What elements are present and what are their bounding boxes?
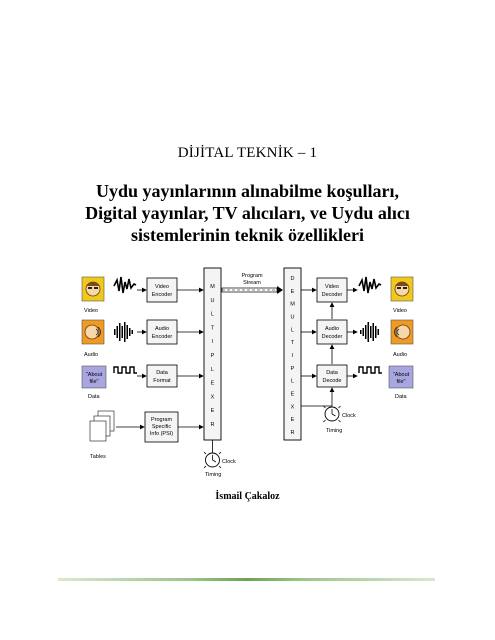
- video-decoder-block: Video Decoder: [316, 277, 348, 303]
- left-connectors: [116, 287, 204, 430]
- multiplexer-letter: M: [210, 284, 215, 290]
- audio-source-icon: [81, 319, 105, 345]
- left-timing-label: Timing: [205, 472, 221, 478]
- video-source-icon: [81, 276, 105, 302]
- right-audio-label: Audio: [393, 352, 407, 358]
- demultiplexer-letter: E: [291, 392, 295, 398]
- data-decode-line-2: Decode: [323, 378, 342, 384]
- demultiplexer-letter: P: [291, 366, 295, 372]
- audio-decoder-line-2: Decoder: [322, 334, 343, 340]
- document-title: Uydu yayınlarının alınabilme koşulları, …: [30, 180, 465, 246]
- right-clock-label: Clock: [342, 413, 356, 419]
- stream-line-1: Program: [241, 273, 263, 279]
- demultiplexer-letter: L: [291, 327, 294, 333]
- right-data-pulses: [358, 366, 382, 374]
- right-about-line-1: "About: [393, 372, 410, 378]
- demultiplexer-letter: I: [292, 353, 294, 359]
- data-format-block: Data Format: [146, 364, 178, 388]
- tables-label: Tables: [90, 454, 106, 460]
- multiplexer-letters: M U L T I P L E X E R: [210, 284, 215, 428]
- right-audio-icon: [390, 319, 414, 345]
- title-line-2: Digital yayınlar, TV alıcıları, ve Uydu …: [85, 203, 410, 223]
- right-timing-label: Timing: [326, 428, 342, 434]
- program-stream: Program Stream: [221, 273, 283, 294]
- left-about-line-1: "About: [86, 372, 103, 378]
- video-encoder-line-2: Encoder: [152, 292, 173, 298]
- data-format-line-1: Data: [156, 370, 169, 376]
- video-encoder-block: Video Encoder: [146, 277, 178, 303]
- multiplexer-letter: I: [212, 339, 214, 345]
- title-line-1: Uydu yayınlarının alınabilme koşulları,: [95, 181, 400, 201]
- demultiplexer-letter: E: [291, 417, 295, 423]
- right-connectors: [301, 287, 358, 407]
- stream-line-2: Stream: [243, 280, 261, 286]
- right-video-label: Video: [393, 308, 407, 314]
- multiplexer-letter: U: [211, 298, 215, 304]
- document-kicker: DİJİTAL TEKNİK – 1: [177, 145, 318, 161]
- multiplexer-letter: E: [211, 381, 215, 387]
- right-about-line-2: file": [397, 379, 406, 385]
- multiplexer-letter: R: [211, 422, 215, 428]
- multiplexer-letter: P: [211, 353, 215, 359]
- multiplexer-letter: L: [211, 312, 214, 318]
- left-about-line-2: file": [90, 379, 99, 385]
- multiplexer-letter: X: [211, 394, 215, 400]
- right-audio-waveform: [360, 322, 379, 342]
- demultiplexer-letter: U: [291, 315, 295, 321]
- left-clock-label: Clock: [222, 459, 236, 465]
- document-author: İsmail Çakaloz: [215, 491, 280, 502]
- demultiplexer-letter: T: [291, 340, 295, 346]
- footer-divider: [58, 578, 435, 581]
- demultiplexer-letter: M: [290, 302, 295, 308]
- data-file-icon: "About file": [81, 365, 107, 389]
- audio-encoder-block: Audio Encoder: [146, 319, 178, 345]
- demultiplexer-letter: R: [291, 430, 295, 436]
- left-audio-waveform: [114, 322, 133, 342]
- psi-line-2: Specific: [152, 424, 172, 430]
- demultiplexer-letter: E: [291, 289, 295, 295]
- left-clock-icon: [203, 451, 222, 469]
- psi-line-1: Program: [151, 417, 173, 423]
- right-data-label: Data: [395, 394, 408, 400]
- data-format-line-2: Format: [153, 378, 171, 384]
- audio-decoder-block: Audio Decoder: [316, 319, 348, 345]
- demultiplexer-letter: X: [291, 404, 295, 410]
- video-decoder-line-1: Video: [325, 284, 339, 290]
- title-line-3: sistemlerinin teknik özellikleri: [131, 225, 364, 245]
- tables-icon: [89, 410, 115, 442]
- right-clock-icon: [323, 405, 341, 423]
- data-decode-line-1: Data: [326, 370, 339, 376]
- video-decoder-line-2: Decoder: [322, 292, 343, 298]
- left-data-label: Data: [88, 394, 101, 400]
- multiplexer-letter: E: [211, 408, 215, 414]
- left-audio-label: Audio: [84, 352, 98, 358]
- data-decode-block: Data Decode: [316, 364, 348, 388]
- left-video-waveform: [113, 276, 137, 294]
- right-video-waveform: [358, 276, 382, 294]
- video-encoder-line-1: Video: [155, 284, 169, 290]
- multiplexer-letter: L: [211, 367, 214, 373]
- left-video-label: Video: [84, 308, 98, 314]
- multiplexer-block: M U L T I P L E X E R: [203, 267, 222, 441]
- mpeg-transport-diagram: Video Audio "About file" Data Tables Vid…: [81, 267, 414, 478]
- audio-encoder-line-2: Encoder: [152, 334, 173, 340]
- left-data-pulses: [113, 366, 137, 374]
- demultiplexer-letter: D: [291, 276, 295, 282]
- demultiplexer-letter: L: [291, 379, 294, 385]
- right-data-file-icon: "About file": [388, 365, 414, 389]
- psi-block: Program Specific Info (PSI): [144, 411, 179, 443]
- audio-encoder-line-1: Audio: [155, 326, 169, 332]
- right-video-icon: [390, 276, 414, 302]
- audio-decoder-line-1: Audio: [325, 326, 339, 332]
- psi-line-3: Info (PSI): [150, 431, 173, 437]
- multiplexer-letter: T: [211, 325, 215, 331]
